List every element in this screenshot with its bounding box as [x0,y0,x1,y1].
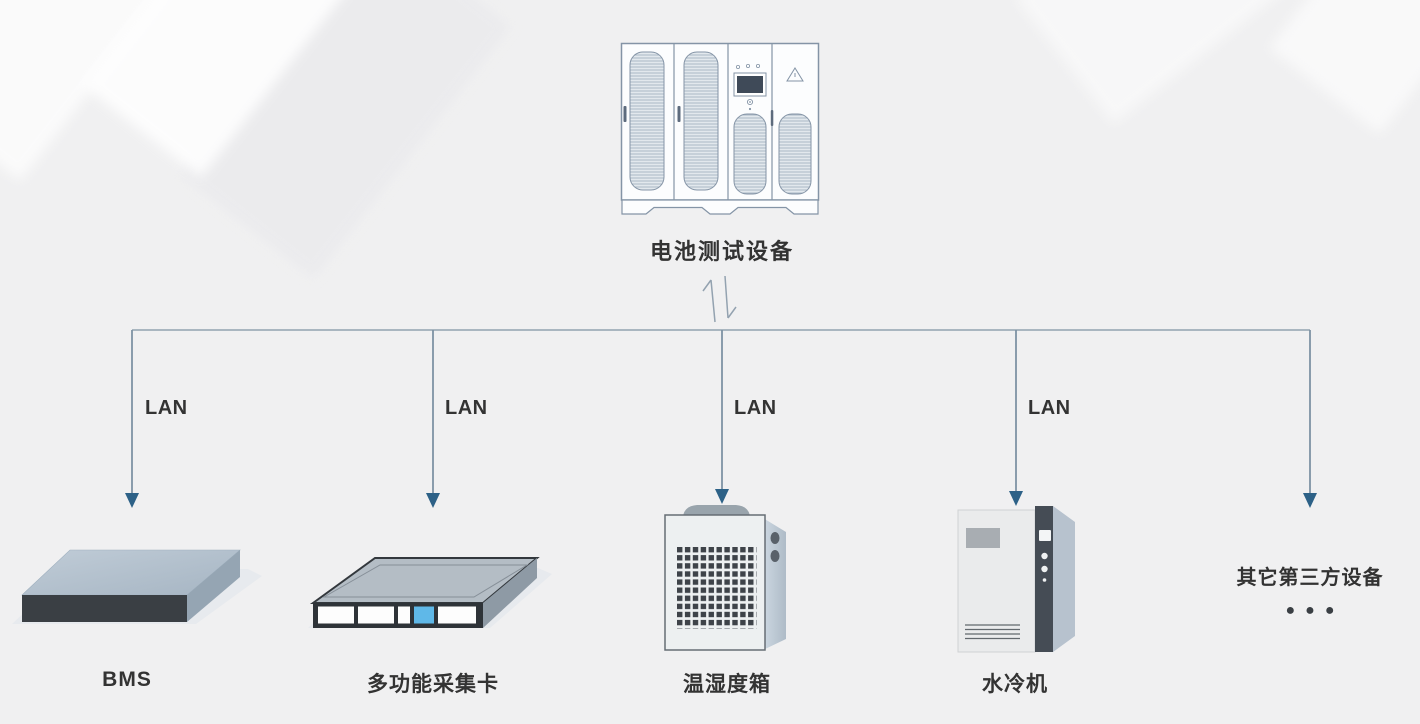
chiller-display [966,528,1000,548]
daq-accent-slot [414,606,434,624]
lan-label-2: LAN [445,397,488,419]
bms-label: BMS [102,668,152,691]
cabinet-vent [683,51,719,191]
ellipsis-dots-icon: ●●● [1285,602,1345,619]
climate-chamber-label: 温湿度箱 [683,673,771,696]
bidirectional-sync-icon [702,275,737,323]
chamber-grille [677,547,757,629]
bms-device-icon [12,549,262,624]
warning-triangle-icon [786,67,804,82]
lan-label-1: LAN [145,397,188,419]
water-chiller-icon [957,506,1075,653]
lan-label-4: LAN [1028,397,1071,419]
root-device-label: 电池测试设备 [649,239,795,264]
battery-test-cabinet-icon [620,42,820,215]
cabinet-vent [629,51,665,191]
climate-chamber-icon [664,505,786,651]
third-party-label: 其它第三方设备 [1236,567,1384,589]
door-handle [770,110,774,126]
daq-card-label: 多功能采集卡 [367,673,499,696]
water-chiller-label: 水冷机 [982,673,1048,696]
cabinet-vent [733,113,767,195]
door-handle [623,106,627,122]
lan-label-3: LAN [734,397,777,419]
cabinet-vent [778,113,812,195]
door-handle [677,106,681,122]
daq-card-icon [308,557,552,628]
